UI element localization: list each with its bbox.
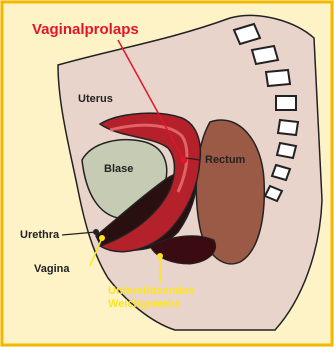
pointer-support-dot bbox=[157, 253, 163, 259]
diagram-title: Vaginalprolaps bbox=[32, 21, 139, 38]
pointer-urethra-dot bbox=[93, 229, 99, 235]
label-vagina: Vagina bbox=[34, 263, 70, 275]
label-support-line1: Unterstützendes bbox=[108, 285, 194, 297]
pointer-vagina-dot bbox=[99, 235, 105, 241]
label-rectum: Rectum bbox=[205, 154, 246, 166]
label-uterus: Uterus bbox=[78, 93, 113, 105]
label-urethra: Urethra bbox=[20, 229, 60, 241]
label-blase: Blase bbox=[104, 163, 133, 175]
label-support-line2: Weichgewebe bbox=[108, 298, 181, 310]
